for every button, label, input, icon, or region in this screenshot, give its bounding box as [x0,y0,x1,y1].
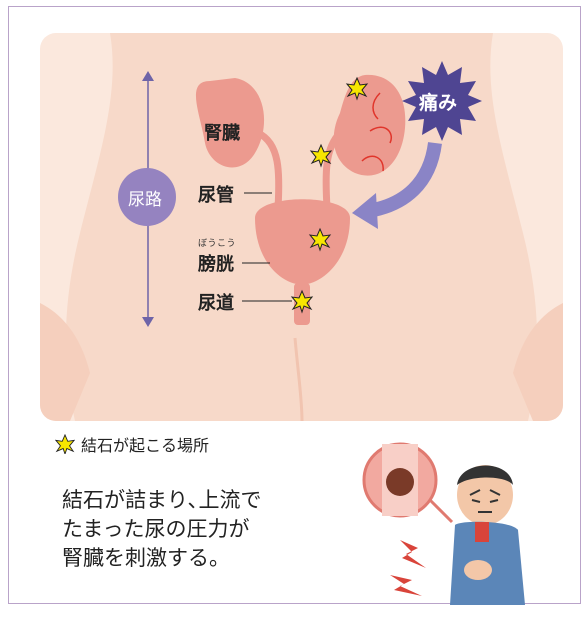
legend: 結石が起こる場所 [55,432,209,456]
urethra-label: 尿道 [198,293,234,314]
description-line: たまった尿の圧力が [62,517,250,541]
route-label: 尿路 [128,190,162,210]
route-arrow-top [142,71,154,81]
stone-icon [309,143,333,168]
anatomy-panel: 痛み 尿路 腎臓 尿管 ぼうこう 膀胱 尿道 [40,33,563,421]
description-line: 腎臓を刺激する。 [62,546,230,570]
ureter-label: 尿管 [198,185,234,206]
patient-illustration [362,442,525,605]
description-line: 結石が詰まり､上流で [62,488,262,512]
bladder-label: 膀胱 [198,254,234,275]
pain-pointer-arrow [366,141,442,218]
flow-arrow [361,155,384,172]
left-kidney [195,78,265,168]
pain-lightning-icon [390,575,422,596]
pain-burst-icon [402,61,482,141]
flow-arrow [372,92,381,120]
kidney-label: 腎臓 [204,123,240,144]
stone-icon [308,227,332,252]
legend-text: 結石が起こる場所 [81,436,210,455]
bladder-reading: ぼうこう [198,239,237,249]
route-arrow-bottom [142,317,154,327]
right-kidney [333,74,406,176]
leg-gap [293,337,304,421]
left-hand [40,303,90,421]
route-badge [118,168,176,226]
pain-lightning-icon [400,540,426,568]
stone-icon [290,289,314,314]
pain-label: 痛み [419,92,458,114]
stone-star-icon [55,434,75,454]
urinary-tract-illustration [40,33,563,421]
right-hand [513,303,563,421]
pain-badge [402,61,482,141]
patient-head [457,465,513,525]
patient-hand [464,560,492,580]
stone-closeup-icon [386,468,414,496]
stone-icon [345,76,369,101]
right-ureter [322,130,343,209]
description: 結石が詰まり､上流で たまった尿の圧力が 腎臓を刺激する。 [62,486,332,573]
bladder [255,199,350,285]
left-ureter [256,129,283,209]
pain-pointer-head [352,193,378,229]
flow-arrow [369,126,392,144]
